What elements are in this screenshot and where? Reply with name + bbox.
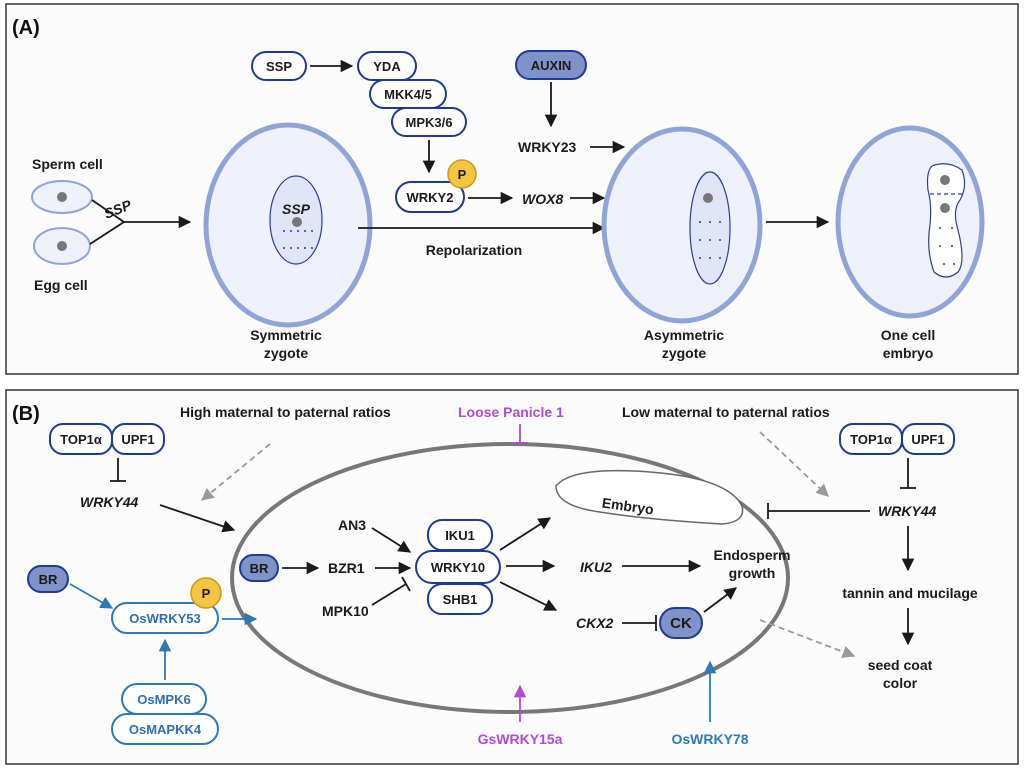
ssp-node-label: SSP	[266, 59, 292, 74]
osmpk6-label: OsMPK6	[137, 692, 190, 707]
endosperm-label-1: Endosperm	[713, 547, 790, 563]
wox8-label: WOX8	[522, 191, 563, 207]
br-outer-label: BR	[39, 572, 58, 587]
tannin-label: tannin and mucilage	[842, 585, 978, 601]
wrky2-label: WRKY2	[407, 190, 454, 205]
oswrky78-label: OsWRKY78	[671, 731, 748, 747]
upf1-right-label: UPF1	[911, 432, 944, 447]
mpk10-inhibit-line	[371, 583, 407, 606]
wrky10-to-embryo-arrow	[499, 517, 552, 551]
ck-to-endosperm-arrow	[703, 587, 738, 613]
mpk36-node	[391, 107, 467, 137]
ssp-zygote-label: SSP	[282, 201, 311, 217]
an3-to-wrky10-arrow	[371, 527, 412, 553]
one-cell-embryo	[835, 125, 985, 319]
gswrky15a-label: GsWRKY15a	[478, 731, 563, 747]
endosperm-to-seedcoat-dashed-arrow	[759, 619, 856, 658]
br-inner-node	[239, 554, 279, 582]
embryo-label: Embryo	[601, 494, 655, 517]
br-inner-label: BR	[250, 561, 269, 576]
wrky10-label: WRKY10	[431, 560, 485, 575]
low-ratio-label: Low maternal to paternal ratios	[622, 404, 830, 420]
ckx2-label: CKX2	[576, 615, 614, 631]
egg-cell	[33, 227, 91, 265]
high-ratio-dashed-arrow	[201, 443, 271, 501]
top1a-left-label: TOP1α	[60, 432, 102, 447]
seedcoat-label-1: seed coat	[868, 657, 933, 673]
panel-a: (A) Sperm cell Egg cell SSP SSP Symmetri…	[5, 3, 1019, 375]
iku2-label: IKU2	[580, 559, 612, 575]
shb1-node	[427, 583, 493, 615]
phospho-b-icon	[190, 577, 222, 609]
wrky44-left-label: WRKY44	[80, 494, 139, 510]
upf1-right-node	[901, 423, 955, 455]
sperm-cell	[31, 180, 93, 214]
phospho-a-icon	[447, 159, 477, 189]
oswrky53-label: OsWRKY53	[129, 611, 201, 626]
symmetric-zygote	[203, 122, 373, 328]
low-ratio-dashed-arrow	[759, 431, 829, 497]
wrky2-node	[395, 181, 465, 213]
osmapkk4-label: OsMAPKK4	[129, 722, 202, 737]
wrky44-left-arrow	[159, 504, 236, 533]
mpk10-label: MPK10	[322, 603, 369, 619]
phospho-b-label: P	[202, 586, 211, 601]
top1a-right-label: TOP1α	[850, 432, 892, 447]
egg-fusion-line	[89, 221, 125, 245]
mkk45-label: MKK4/5	[384, 87, 432, 102]
panel-a-label: (A)	[12, 17, 40, 39]
asymmetric-zygote	[601, 126, 763, 324]
wrky10-to-ckx2-arrow	[499, 581, 558, 611]
wrky23-label: WRKY23	[518, 139, 577, 155]
sperm-cell-label: Sperm cell	[32, 156, 103, 172]
wrky44-right-label: WRKY44	[878, 503, 937, 519]
egg-cell-label: Egg cell	[34, 277, 88, 293]
iku1-label: IKU1	[445, 528, 475, 543]
symmetric-label-1: Symmetric	[250, 327, 322, 343]
symmetric-label-2: zygote	[264, 345, 309, 361]
osmapkk4-node	[111, 713, 219, 745]
upf1-left-label: UPF1	[121, 432, 154, 447]
mpk36-label: MPK3/6	[406, 115, 453, 130]
ck-label: CK	[670, 615, 692, 632]
shb1-label: SHB1	[443, 592, 478, 607]
ssp-node	[251, 51, 307, 81]
embryo-shape	[555, 469, 744, 525]
sperm-fusion-line	[91, 199, 125, 223]
loose-panicle-label: Loose Panicle 1	[458, 404, 564, 420]
panel-b-label: (B)	[12, 403, 40, 425]
phospho-a-label: P	[458, 167, 467, 182]
br-outer-node	[27, 565, 69, 593]
seed-ellipse	[230, 442, 790, 714]
yda-label: YDA	[373, 59, 401, 74]
repolarization-label: Repolarization	[426, 242, 522, 258]
endosperm-label-2: growth	[729, 565, 776, 581]
auxin-node	[515, 50, 587, 80]
panel-b: (B) High maternal to paternal ratios Low…	[5, 389, 1019, 765]
onecell-label-1: One cell	[881, 327, 935, 343]
seedcoat-label-2: color	[883, 675, 918, 691]
br-to-oswrky53-arrow	[69, 583, 114, 609]
bzr1-label: BZR1	[328, 560, 365, 576]
asymmetric-label-1: Asymmetric	[644, 327, 724, 343]
upf1-left-node	[111, 423, 165, 455]
an3-label: AN3	[338, 517, 366, 533]
onecell-label-2: embryo	[883, 345, 934, 361]
auxin-label: AUXIN	[531, 58, 571, 73]
oswrky53-node	[111, 602, 219, 634]
ck-node	[659, 607, 703, 639]
high-ratio-label: High maternal to paternal ratios	[180, 404, 391, 420]
asymmetric-label-2: zygote	[662, 345, 707, 361]
mpk10-inhibit-bar	[401, 576, 411, 592]
